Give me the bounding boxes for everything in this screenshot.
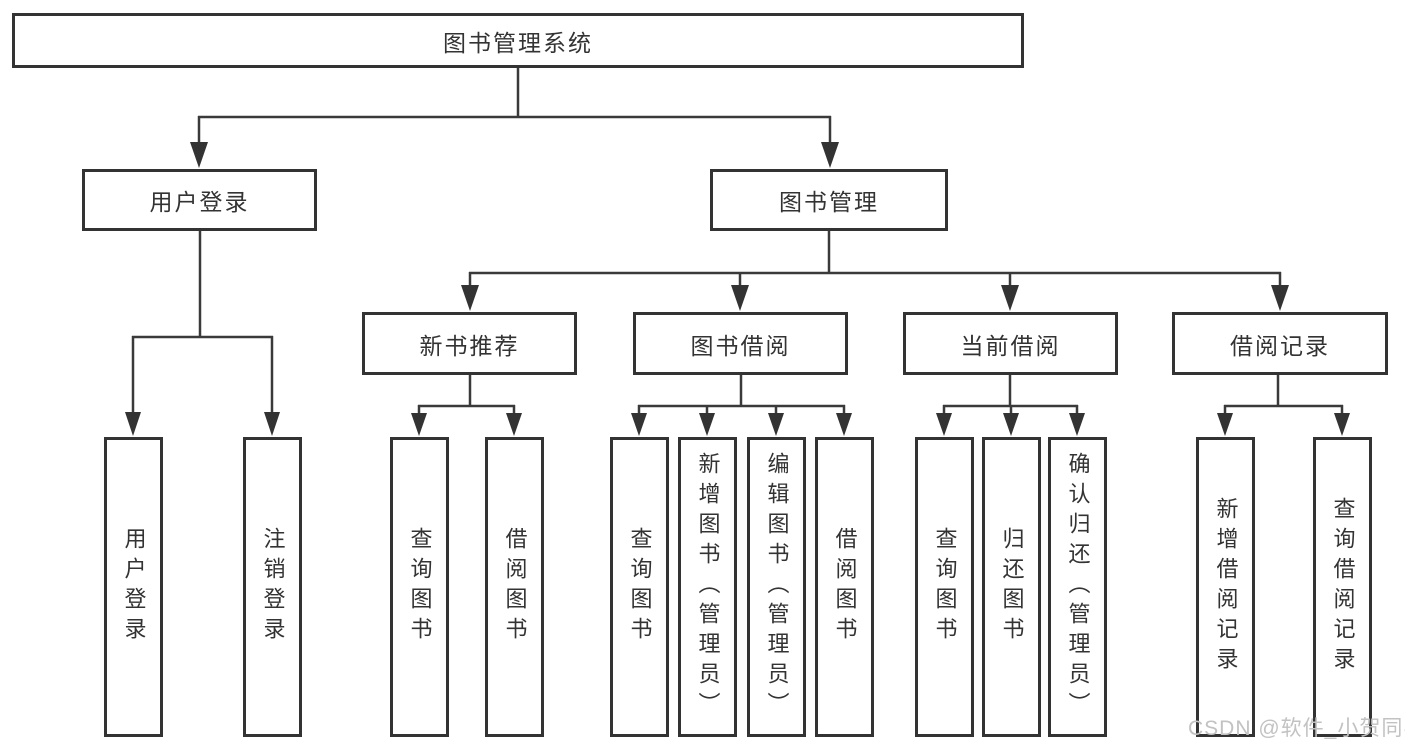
leaf-borrowing-borrow-books: 借阅图书 [815, 437, 874, 737]
leaf-logout: 注销登录 [243, 437, 302, 737]
leaf-current-query-books: 查询图书 [915, 437, 974, 737]
node-book-borrowing: 图书借阅 [633, 312, 848, 375]
leaf-recommend-borrow-books: 借阅图书 [485, 437, 544, 737]
node-label: 新书推荐 [419, 332, 520, 359]
leaf-label: 编辑图书（管理员） [764, 452, 790, 722]
node-user-login: 用户登录 [82, 169, 317, 231]
leaf-recommend-query-books: 查询图书 [390, 437, 449, 737]
leaf-label: 注销登录 [260, 527, 286, 647]
leaf-return-books: 归还图书 [982, 437, 1041, 737]
node-label: 用户登录 [149, 189, 250, 215]
node-new-book-recommendation: 新书推荐 [362, 312, 577, 375]
node-label: 图书管理系统 [443, 29, 593, 56]
leaf-label: 查询图书 [627, 527, 653, 647]
leaf-user-login: 用户登录 [104, 437, 163, 737]
leaf-borrowing-query-books: 查询图书 [610, 437, 669, 737]
leaf-label: 借阅图书 [502, 527, 528, 647]
node-borrowing-records: 借阅记录 [1172, 312, 1388, 375]
leaf-label: 用户登录 [121, 527, 147, 647]
node-current-borrowing: 当前借阅 [903, 312, 1118, 375]
leaf-label: 查询图书 [407, 527, 433, 647]
node-label: 图书借阅 [690, 332, 791, 359]
leaf-add-borrowing-record: 新增借阅记录 [1196, 437, 1255, 737]
leaf-label: 确认归还（管理员） [1065, 452, 1091, 722]
leaf-confirm-return-admin: 确认归还（管理员） [1048, 437, 1107, 737]
csdn-watermark: CSDN @软件_小贺同学 [1188, 717, 1405, 740]
leaf-label: 新增借阅记录 [1213, 497, 1239, 677]
leaf-add-books-admin: 新增图书（管理员） [678, 437, 737, 737]
leaf-label: 查询借阅记录 [1330, 497, 1356, 677]
leaf-label: 借阅图书 [832, 527, 858, 647]
node-label: 图书管理 [779, 189, 879, 215]
leaf-label: 归还图书 [999, 527, 1025, 647]
node-book-management: 图书管理 [710, 169, 948, 231]
leaf-label: 新增图书（管理员） [695, 452, 721, 722]
node-label: 借阅记录 [1230, 332, 1330, 359]
leaf-edit-books-admin: 编辑图书（管理员） [747, 437, 806, 737]
node-root-library-management-system: 图书管理系统 [12, 13, 1024, 68]
leaf-query-borrowing-record: 查询借阅记录 [1313, 437, 1372, 737]
node-label: 当前借阅 [960, 332, 1061, 359]
leaf-label: 查询图书 [932, 527, 958, 647]
